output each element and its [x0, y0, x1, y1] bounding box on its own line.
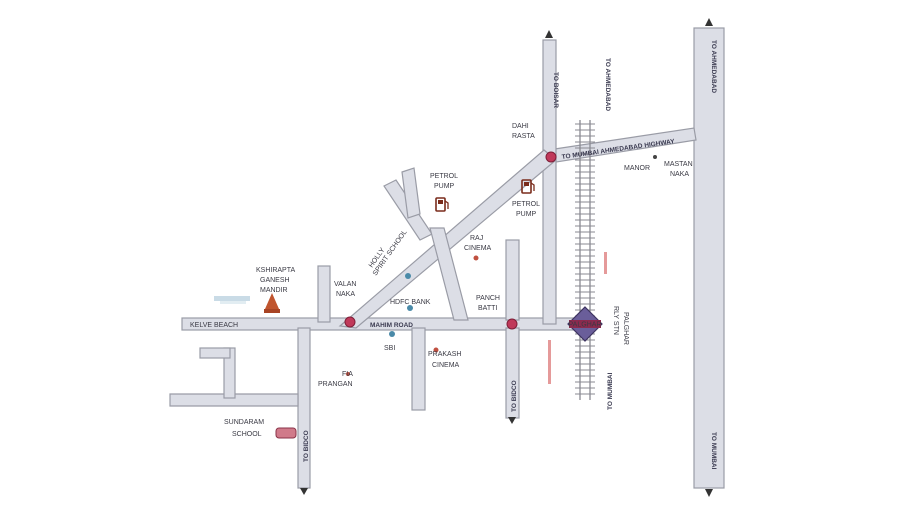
raj-cinema-road [429, 227, 469, 321]
prakash-cinema-label-2: CINEMA [432, 362, 460, 369]
roads [169, 27, 725, 489]
raj-cinema-marker [473, 255, 479, 261]
dahi-rasta-label-1: DAHI [512, 123, 529, 130]
petrol-pump-1-label-1: PETROL [430, 173, 458, 180]
hdfc-bank-marker [407, 305, 413, 311]
panch-batti-label-1: PANCH [476, 295, 500, 302]
sundaram-school-label-2: SCHOOL [232, 431, 262, 438]
palghar-station-label-2: RLY STN [612, 306, 619, 335]
mastan-naka-label-1: MASTAN [664, 161, 693, 168]
prakash-cinema-label-1: PRAKASH [428, 351, 461, 358]
holly-spirit-marker [405, 273, 411, 279]
mastan-naka-label-2: NAKA [670, 171, 689, 178]
valan-naka-label-1: VALAN [334, 281, 356, 288]
to-ahmedabad-rail-label: TO AHMEDABAD [604, 58, 611, 111]
manor-marker [653, 155, 657, 159]
fia-prangan-marker [346, 372, 350, 376]
sundaram-road [169, 393, 299, 407]
palghar-station-label-1: PALGHAR [622, 312, 629, 345]
bidco-road-left [297, 327, 311, 489]
petrol-pump-2-label-2: PUMP [516, 211, 537, 218]
sundaram-school-label-1: SUNDARAM [224, 419, 264, 426]
to-boisar-label: TO BOISAR [552, 72, 559, 108]
road-end-arrows [300, 18, 713, 497]
petrol-pump-1-label-2: PUMP [434, 183, 455, 190]
road-marker-faint [548, 340, 551, 384]
sbi-marker [389, 331, 395, 337]
railway [575, 120, 595, 400]
raj-cinema-label-2: CINEMA [464, 245, 492, 252]
mahim-road-label: MAHIM ROAD [370, 322, 413, 329]
left-loop-h [199, 347, 231, 359]
junction-valan-naka [344, 316, 356, 328]
palghar-badge-label: PALGHAR [569, 322, 602, 329]
manor-label: MANOR [624, 165, 650, 172]
panch-batti-up [505, 239, 520, 321]
boisar-road [542, 39, 557, 325]
ganesh-mandir-label-2: GANESH [260, 277, 290, 284]
sbi-label: SBI [384, 345, 395, 352]
to-bidco-middle-label: TO BIDCO [511, 380, 518, 412]
prakash-road [411, 327, 426, 411]
valan-naka-label-2: NAKA [336, 291, 355, 298]
fia-prangan-label-2: PRANGAN [318, 381, 353, 388]
junction-dahi-rasta [545, 151, 557, 163]
hdfc-bank-label: HDFC BANK [390, 299, 431, 306]
school-icon [275, 427, 297, 439]
palghar-station-badge: PALGHAR [567, 306, 603, 342]
ganesh-mandir-label-1: KSHIRAPTA [256, 267, 295, 274]
temple-icon [264, 293, 280, 313]
fia-prangan-label-1: FIA [342, 371, 353, 378]
rail-marker-faint [604, 252, 607, 274]
to-bidco-left-label: TO BIDCO [303, 430, 310, 462]
to-mumbai-rail-label: TO MUMBAI [607, 372, 614, 410]
petrol-spur-2 [401, 167, 421, 219]
petrol-pump-icon [435, 197, 449, 212]
ganesh-mandir-label-3: MANDIR [260, 287, 288, 294]
petrol-pump-icon-2 [521, 179, 535, 194]
petrol-pump-2-label-1: PETROL [512, 201, 540, 208]
prakash-cinema-marker [433, 347, 439, 353]
panch-batti-label-2: BATTI [478, 305, 497, 312]
to-mumbai-hwy-label: TO MUMBAI [710, 432, 717, 470]
junction-panch-batti [506, 318, 518, 330]
beach-decoration [214, 296, 250, 304]
kelve-beach-label: KELVE BEACH [190, 322, 238, 329]
highway-vertical [693, 27, 725, 489]
valan-stub [317, 265, 331, 323]
dahi-rasta-label-2: RASTA [512, 133, 535, 140]
to-ahmedabad-hwy-label: TO AHMEDABAD [710, 40, 717, 93]
raj-cinema-label-1: RAJ [470, 235, 483, 242]
